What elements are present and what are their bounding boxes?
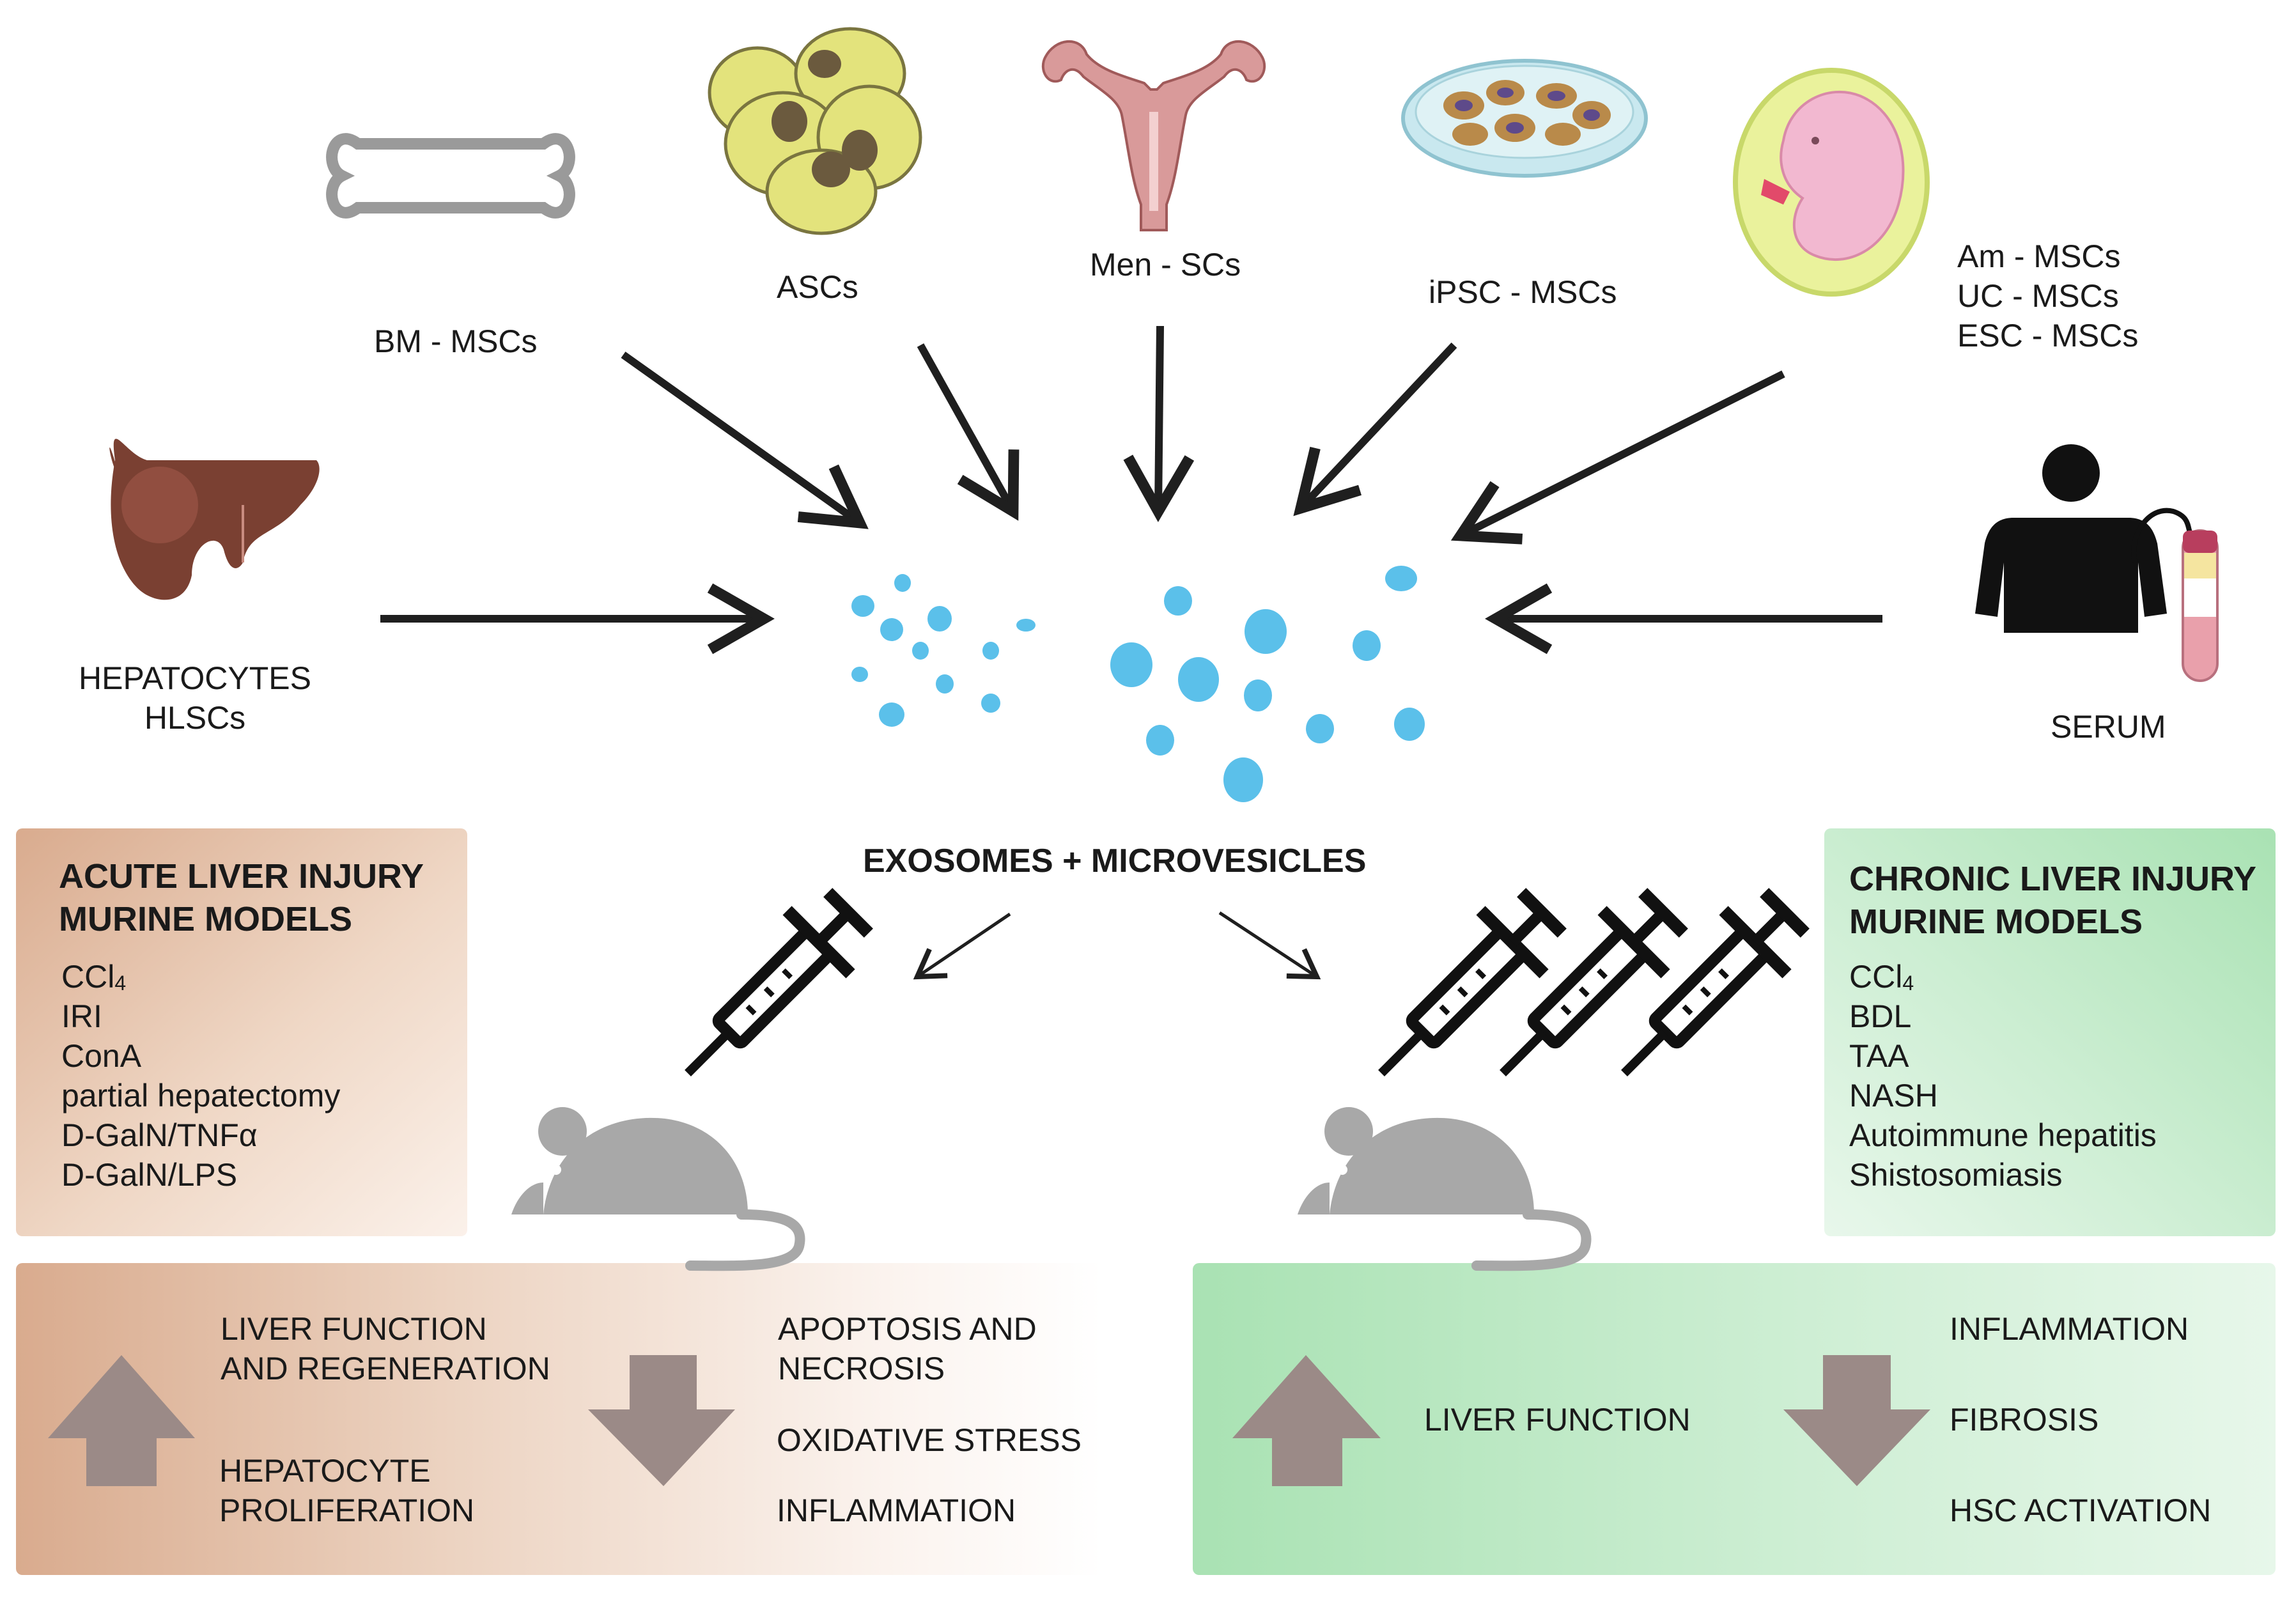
acute-down2: OXIDATIVE STRESS (777, 1422, 1082, 1458)
chronic-effects-panel (1193, 1263, 2276, 1575)
to-acute-arrow (913, 912, 1011, 980)
adipocytes-icon (708, 27, 922, 235)
chronic-down3: HSC ACTIVATION (1950, 1493, 2212, 1528)
acute-effects-panel (16, 1263, 1103, 1575)
ipsc-mscs-label: iPSC - MSCs (1429, 274, 1617, 310)
embryo-icon (1733, 68, 1930, 297)
up-arrow-icon-acute (48, 1355, 195, 1486)
source-arrows (380, 325, 1882, 655)
mouse-icon-acute (511, 1107, 800, 1266)
acute-model-ccl4: CCl4 (61, 959, 127, 995)
vesicles (851, 566, 1425, 802)
chronic-model-nash: NASH (1849, 1078, 1938, 1113)
up-arrow-icon-chronic (1232, 1355, 1381, 1486)
uterus-icon (1041, 40, 1266, 231)
syringe-icon-chronic-3 (1593, 881, 1817, 1105)
chronic-title-line1: CHRONIC LIVER INJURY (1849, 860, 2257, 898)
mouse-icon-chronic (1298, 1107, 1586, 1266)
uc-mscs-label: UC - MSCs (1957, 278, 2119, 314)
serum-label: SERUM (2051, 709, 2166, 745)
bone-icon (326, 133, 575, 219)
blood-donor-icon (1975, 444, 2219, 682)
chronic-model-taa: TAA (1849, 1038, 1909, 1074)
to-chronic-arrow (1218, 911, 1321, 980)
acute-down1-line1: APOPTOSIS AND (778, 1311, 1037, 1347)
acute-title-line1: ACUTE LIVER INJURY (59, 857, 424, 896)
acute-title-line2: MURINE MODELS (59, 900, 352, 938)
chronic-model-bdl: BDL (1849, 998, 1912, 1034)
hlscs-label: HLSCs (144, 700, 246, 736)
bm-mscs-label: BM - MSCs (374, 323, 538, 359)
chronic-model-schisto: Shistosomiasis (1849, 1157, 2063, 1193)
am-mscs-label: Am - MSCs (1957, 238, 2121, 274)
down-arrow-icon-chronic (1783, 1355, 1930, 1486)
liver-icon (109, 438, 320, 600)
acute-up2-line1: HEPATOCYTE (219, 1453, 431, 1489)
syringe-icon-chronic-1 (1350, 881, 1574, 1105)
syringe-icon-acute (656, 881, 880, 1105)
petri-dish-icon (1401, 59, 1648, 178)
chronic-title-line2: MURINE MODELS (1849, 903, 2143, 941)
exosomes-microvesicles-label: EXOSOMES + MICROVESICLES (863, 842, 1367, 880)
esc-mscs-label: ESC - MSCs (1957, 318, 2139, 353)
acute-model-dgaln-tnf: D-GalN/TNFα (61, 1117, 258, 1153)
hepatocytes-label: HEPATOCYTES (79, 660, 311, 696)
chronic-up1: LIVER FUNCTION (1424, 1402, 1691, 1438)
acute-model-iri: IRI (61, 998, 102, 1034)
chronic-down1: INFLAMMATION (1950, 1311, 2189, 1347)
acute-models-panel (16, 828, 467, 1236)
syringe-icon-chronic-2 (1471, 881, 1695, 1105)
acute-up-line1: LIVER FUNCTION (221, 1311, 487, 1347)
ascs-label: ASCs (777, 269, 858, 305)
men-scs-label: Men - SCs (1090, 247, 1241, 283)
acute-model-dgaln-lps: D-GalN/LPS (61, 1157, 238, 1193)
chronic-down2: FIBROSIS (1950, 1402, 2099, 1438)
acute-model-cona: ConA (61, 1038, 142, 1074)
chronic-model-ccl4: CCl4 (1849, 959, 1914, 995)
chronic-model-autoimmune: Autoimmune hepatitis (1849, 1117, 2157, 1153)
acute-model-hepatectomy: partial hepatectomy (61, 1078, 341, 1113)
chronic-models-panel (1824, 828, 2276, 1236)
acute-down3: INFLAMMATION (777, 1493, 1016, 1528)
acute-up-line2: AND REGENERATION (221, 1351, 550, 1386)
acute-up2-line2: PROLIFERATION (219, 1493, 475, 1528)
acute-down1-line2: NECROSIS (778, 1351, 945, 1386)
down-arrow-icon-acute (588, 1355, 735, 1486)
